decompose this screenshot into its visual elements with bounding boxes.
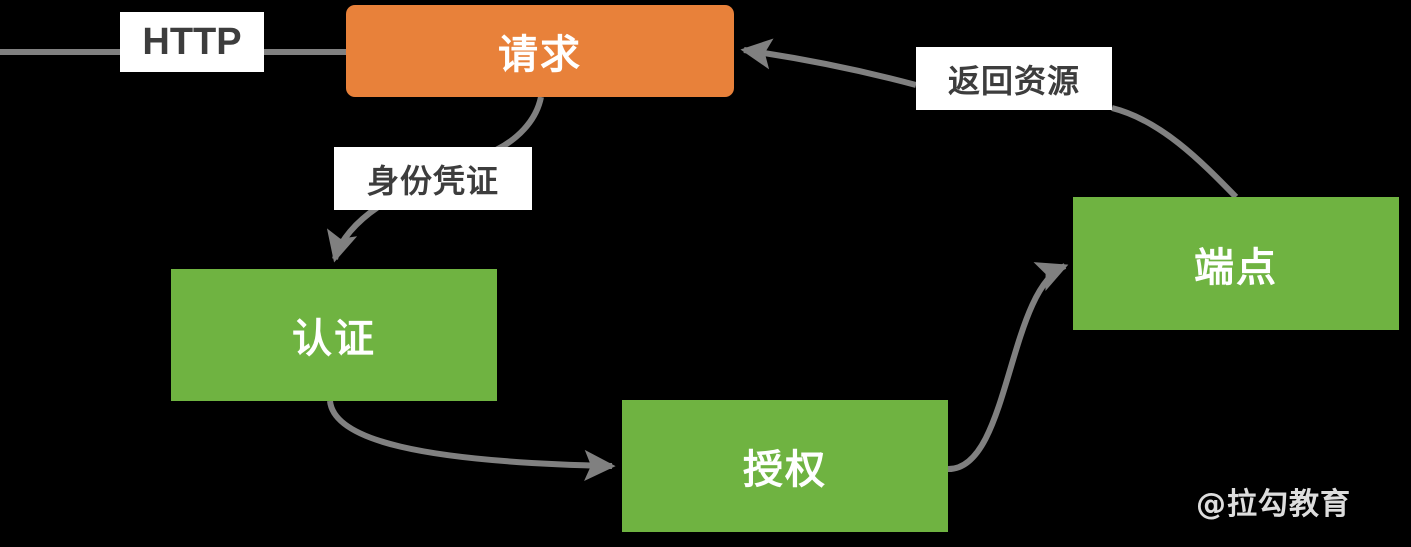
edge-label-resource-text: 返回资源 (947, 61, 1080, 100)
node-authorization-label: 授权 (743, 447, 827, 493)
edge-label-http: HTTP (120, 12, 264, 72)
edge-auth-to-authz (327, 400, 616, 482)
node-auth-label: 认证 (292, 316, 376, 362)
edge-label-credential: 身份凭证 (334, 147, 532, 210)
node-endpoint-label: 端点 (1194, 244, 1278, 291)
node-endpoint[interactable]: 端点 (1073, 197, 1399, 330)
edge-request-to-auth (326, 96, 544, 263)
node-request[interactable]: 请求 (346, 5, 734, 97)
node-authorization[interactable]: 授权 (622, 400, 948, 532)
edge-label-credential-text: 身份凭证 (366, 161, 499, 200)
edge-endpoint-to-request (740, 38, 1239, 200)
edge-authz-to-endpoint (947, 262, 1069, 473)
edge-label-resource: 返回资源 (916, 47, 1112, 110)
node-request-label: 请求 (498, 32, 582, 78)
node-auth[interactable]: 认证 (171, 269, 497, 401)
edge-label-http-text: HTTP (142, 20, 242, 63)
watermark: @拉勾教育 (1196, 487, 1351, 522)
